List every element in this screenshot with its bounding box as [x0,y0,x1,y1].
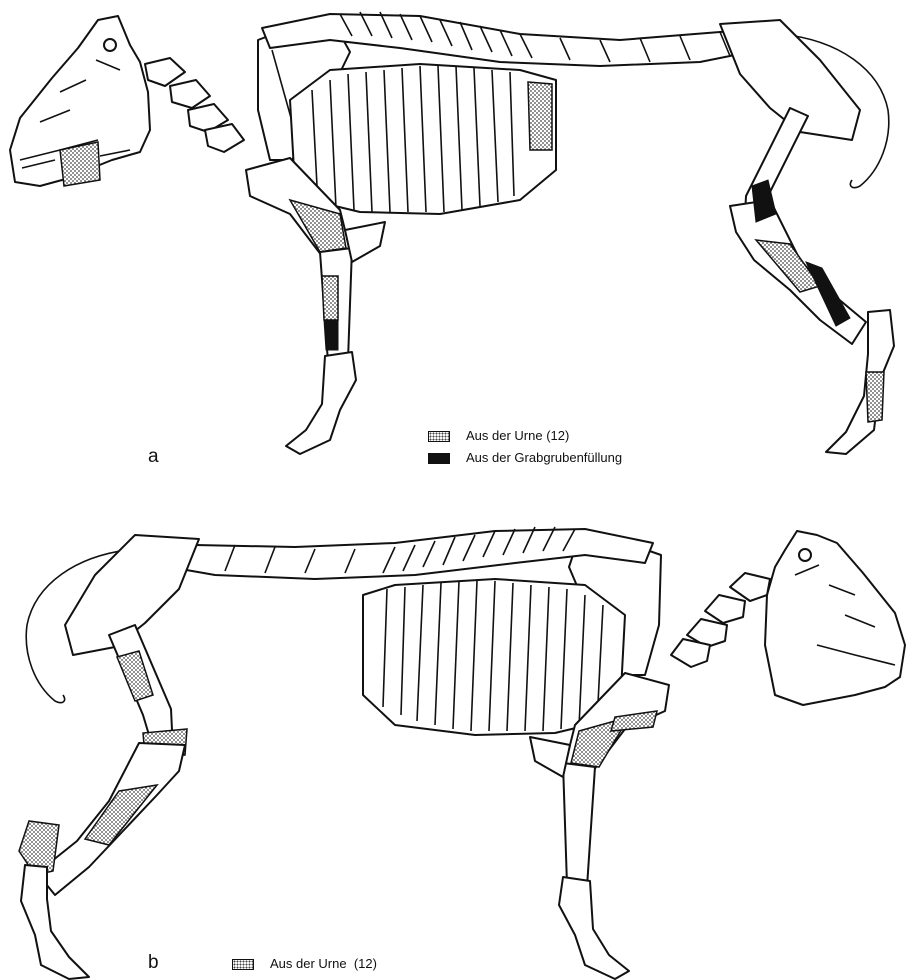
fore-foot [559,877,629,979]
legend-label: Aus der Grabgrubenfüllung [466,450,622,466]
radius-ulna [563,763,595,887]
hind-foot-urne [866,372,884,422]
skeleton-b [19,527,905,979]
mandible-urne [60,142,100,186]
cervical-vertebrae [671,573,770,667]
rib-urne [528,82,552,150]
skeleton-a [10,12,894,454]
dotted-swatch-icon [232,959,254,970]
skeleton-a-drawing [0,0,915,480]
legend-b: Aus der Urne (12) [232,956,377,978]
legend-item-urne: Aus der Urne (12) [428,428,622,444]
dotted-swatch-icon [428,431,450,442]
radius-urne [322,276,338,320]
legend-item-grabgrube: Aus der Grabgrubenfüllung [428,450,622,466]
panel-label-b: b [148,952,159,974]
legend-item-urne: Aus der Urne (12) [232,956,377,972]
panel-label-a: a [148,446,159,468]
legend-label: Aus der Urne (12) [270,956,377,972]
legend-label: Aus der Urne (12) [466,428,569,444]
black-swatch-icon [428,453,450,464]
cervical-vertebrae [145,58,244,152]
skeleton-b-drawing [0,490,915,980]
panel-b: b Aus der Urne (12) [0,490,915,980]
panel-a: a Aus der Urne (12) Aus der Grabgrubenfü… [0,0,915,480]
legend-a: Aus der Urne (12) Aus der Grabgrubenfüll… [428,428,622,472]
radius-grab [324,320,338,350]
fore-foot [286,352,356,454]
skull [765,531,905,705]
tibia-urne [85,785,157,845]
